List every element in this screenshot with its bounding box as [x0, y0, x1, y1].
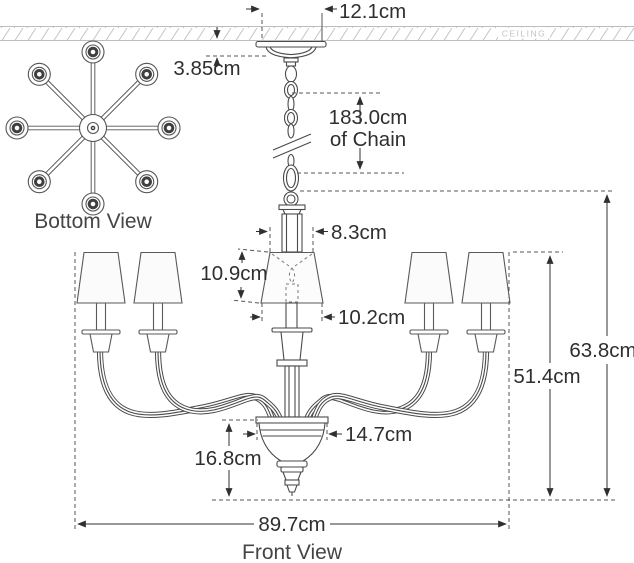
dim-overall-height: 63.8cm [569, 339, 634, 362]
candle-right-outer [461, 251, 511, 353]
center-candle-stem [271, 302, 313, 418]
front-view [76, 40, 511, 496]
dim-shade-top-width: 8.3cm [331, 221, 387, 244]
dim-chain-length: 183.0cm [329, 106, 408, 129]
center-shade [260, 251, 324, 304]
center-column [278, 204, 306, 253]
bottom-view-sockets [5, 40, 181, 216]
dim-shade-bottom-width: 10.2cm [338, 306, 405, 329]
ceiling-label: CEILING [502, 29, 547, 39]
arm-right-outer [311, 349, 490, 421]
candle-right-inner [404, 251, 454, 353]
chain [272, 65, 312, 207]
dim-chain-length-suffix: of Chain [330, 128, 406, 151]
dim-canopy-drop: 3.85cm [173, 57, 240, 80]
dimension-arrows [77, 5, 611, 528]
dimensions: 12.1cm 3.85cm 183.0cm of Chain 8.3cm 10.… [74, 0, 634, 563]
dim-shade-height: 10.9cm [200, 262, 267, 285]
arm-left-inner [154, 349, 283, 421]
ceiling-band: CEILING [0, 26, 634, 41]
front-view-label: Front View [242, 541, 343, 563]
candle-left-outer [76, 251, 126, 353]
dim-canopy-width: 12.1cm [339, 0, 406, 23]
bottom-view-hub [78, 113, 108, 143]
dim-bowl-height: 16.8cm [194, 447, 261, 470]
bowl [255, 416, 329, 496]
arm-right-inner [304, 349, 433, 421]
canopy [255, 40, 327, 67]
extension-lines [74, 13, 616, 530]
dim-shades-to-bottom: 51.4cm [513, 365, 580, 388]
dim-overall-width: 89.7cm [258, 513, 325, 536]
arms [96, 349, 490, 421]
outer-candles [76, 251, 511, 353]
bottom-view-label: Bottom View [34, 210, 152, 233]
candle-left-inner [133, 251, 183, 353]
bottom-view: Bottom View [5, 40, 181, 233]
dim-bowl-width: 14.7cm [345, 423, 412, 446]
